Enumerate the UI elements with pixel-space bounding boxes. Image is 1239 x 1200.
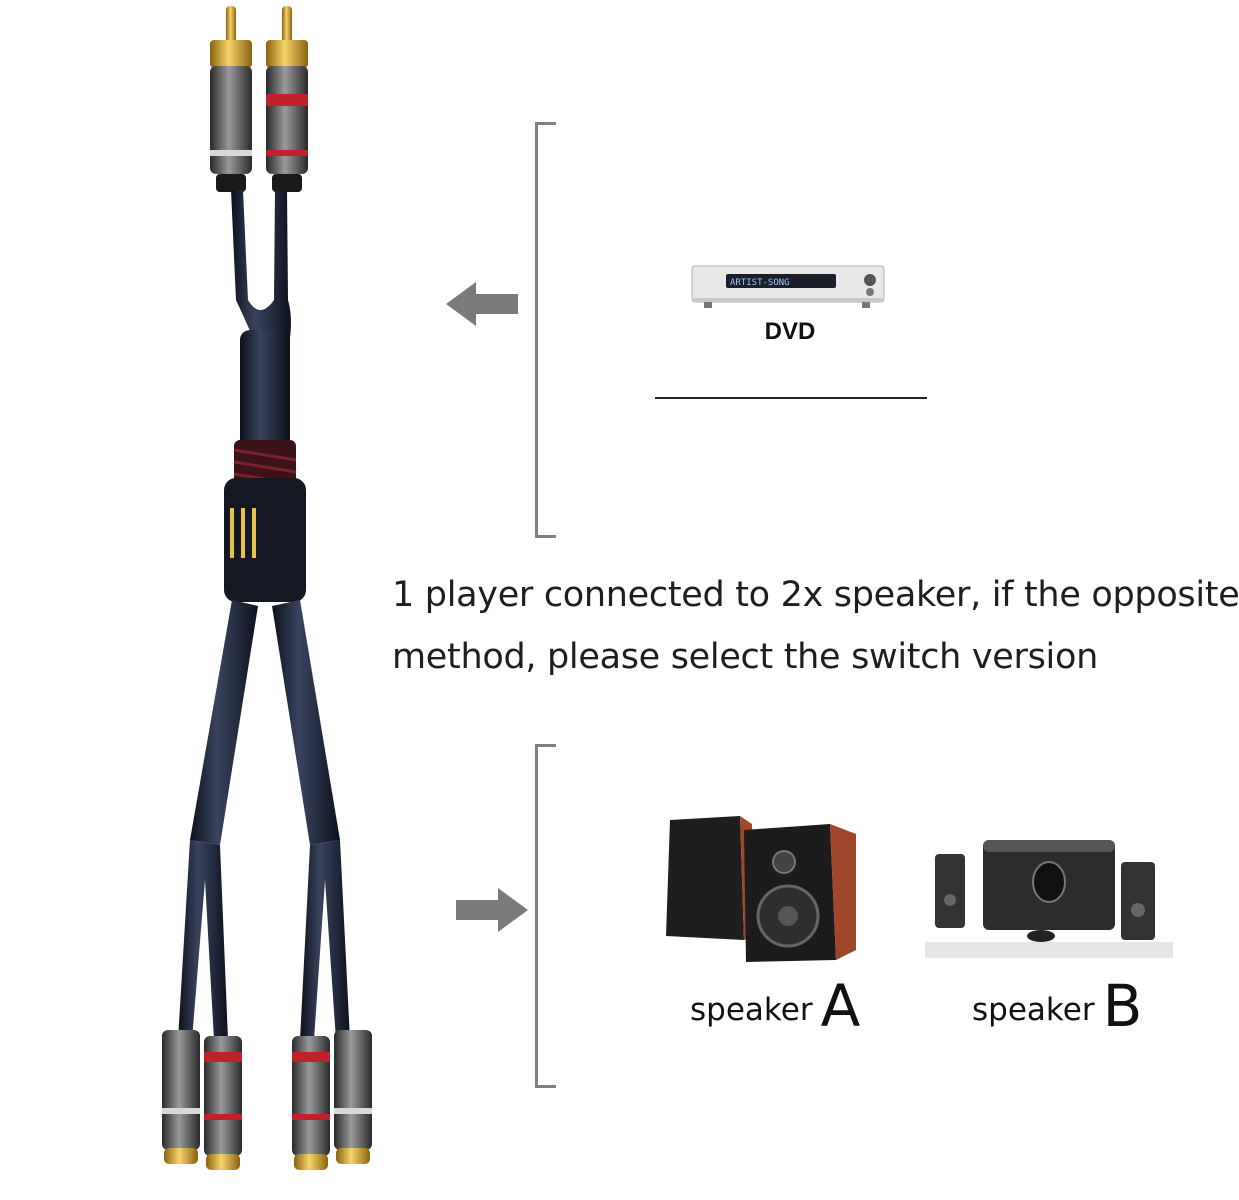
caption-line-2: method, please select the switch version — [392, 637, 1098, 677]
top-plug-right — [266, 6, 308, 192]
arrow-right-icon — [456, 888, 528, 932]
speaker-a-letter: A — [820, 972, 861, 1040]
bottom-plugs — [162, 1030, 372, 1170]
speaker-b-prefix: speaker — [972, 992, 1095, 1028]
rca-splitter-cable — [162, 6, 372, 1170]
caption-line-1: 1 player connected to 2x speaker, if the… — [392, 575, 1239, 615]
dvd-player-icon: ARTIST-SONG — [691, 265, 885, 308]
bookshelf-speakers-icon — [666, 816, 856, 962]
speaker-b-letter: B — [1102, 972, 1143, 1040]
computer-speakers-icon — [925, 840, 1173, 958]
source-label: DVD — [764, 318, 816, 345]
top-plug-left — [210, 6, 252, 192]
divider-line — [655, 397, 927, 399]
output-bracket — [535, 744, 556, 1088]
arrow-left-icon — [446, 282, 518, 326]
source-bracket — [535, 122, 556, 538]
dvd-display-text: ARTIST-SONG — [730, 278, 790, 288]
speaker-a-prefix: speaker — [690, 992, 813, 1028]
